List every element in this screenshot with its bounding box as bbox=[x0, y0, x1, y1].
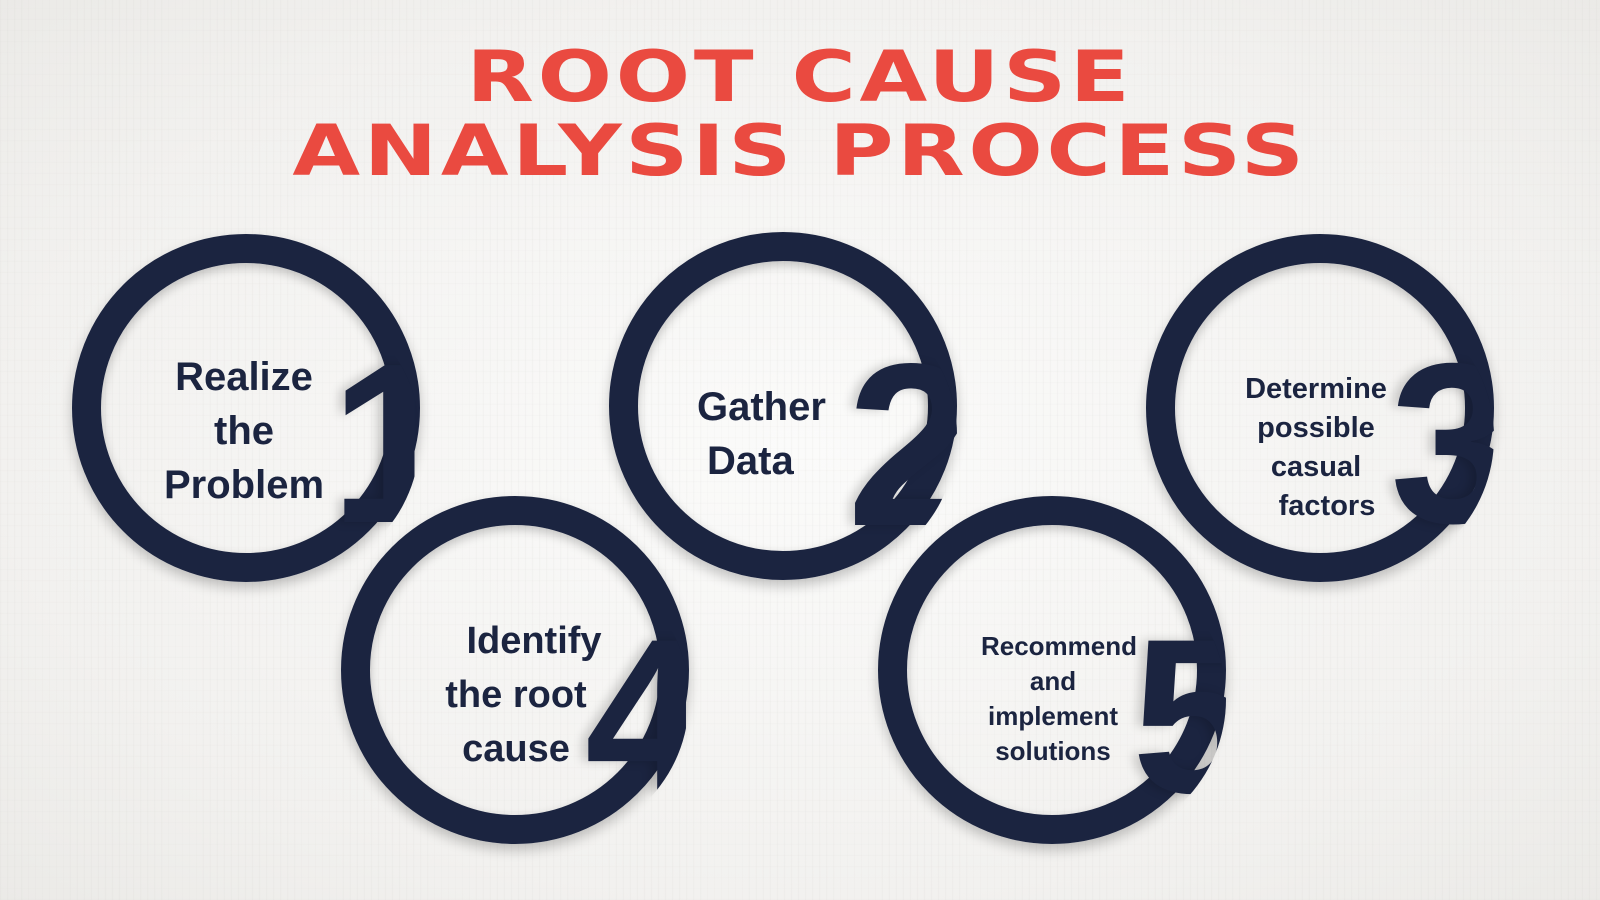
step-3-line-2: possible bbox=[1257, 412, 1375, 444]
step-4-number: 4 bbox=[585, 593, 689, 839]
step-5-line-4: solutions bbox=[995, 736, 1111, 766]
title-line-2: ANALYSIS PROCESS bbox=[292, 110, 1308, 192]
page-title: ROOT CAUSE ANALYSIS PROCESS bbox=[0, 40, 1600, 188]
step-3-number: 3 bbox=[1390, 317, 1494, 571]
step-1-line-1: Realize bbox=[175, 355, 313, 399]
step-2-inner: 2 Gather Data bbox=[667, 290, 957, 580]
step-1-ring: 1 Realize the Problem bbox=[72, 234, 420, 582]
step-5-inner: 5 Recommend and implement solutions bbox=[936, 554, 1226, 844]
step-1-inner: 1 Realize the Problem bbox=[130, 292, 420, 582]
step-5-label: Recommend and implement solutions bbox=[958, 629, 1148, 769]
step-2-label: Gather Data bbox=[697, 380, 847, 488]
step-4-line-2: the root bbox=[445, 674, 587, 716]
step-5-line-2: and bbox=[1029, 666, 1077, 696]
step-5-line-1: Recommend bbox=[980, 631, 1138, 661]
step-3-label: Determine possible casual factors bbox=[1226, 370, 1406, 526]
step-1-number: 1 bbox=[330, 317, 420, 571]
step-3-ring: 3 Determine possible casual factors bbox=[1146, 234, 1494, 582]
step-3-inner: 3 Determine possible casual factors bbox=[1204, 292, 1494, 582]
step-3-line-4: factors bbox=[1278, 490, 1376, 522]
step-1-line-3: Problem bbox=[163, 463, 325, 507]
step-4-line-3: cause bbox=[462, 728, 570, 770]
step-5-line-3: implement bbox=[987, 701, 1119, 731]
step-2-line-1: Gather bbox=[697, 385, 826, 429]
step-4-label: Identify the root cause bbox=[411, 614, 621, 776]
title-line-1: ROOT CAUSE bbox=[466, 36, 1134, 118]
step-2-ring: 2 Gather Data bbox=[609, 232, 957, 580]
step-1-label: Realize the Problem bbox=[146, 350, 342, 512]
step-5-number: 5 bbox=[1132, 593, 1226, 839]
step-4-ring: 4 Identify the root cause bbox=[341, 496, 689, 844]
step-2-line-2: Data bbox=[707, 439, 794, 483]
step-2-number: 2 bbox=[847, 316, 957, 575]
step-4-line-1: Identify bbox=[466, 620, 602, 662]
step-3-line-3: casual bbox=[1270, 451, 1362, 483]
step-3-line-1: Determine bbox=[1245, 373, 1387, 405]
step-4-inner: 4 Identify the root cause bbox=[399, 554, 689, 844]
step-5-ring: 5 Recommend and implement solutions bbox=[878, 496, 1226, 844]
step-1-line-2: the bbox=[214, 409, 274, 453]
